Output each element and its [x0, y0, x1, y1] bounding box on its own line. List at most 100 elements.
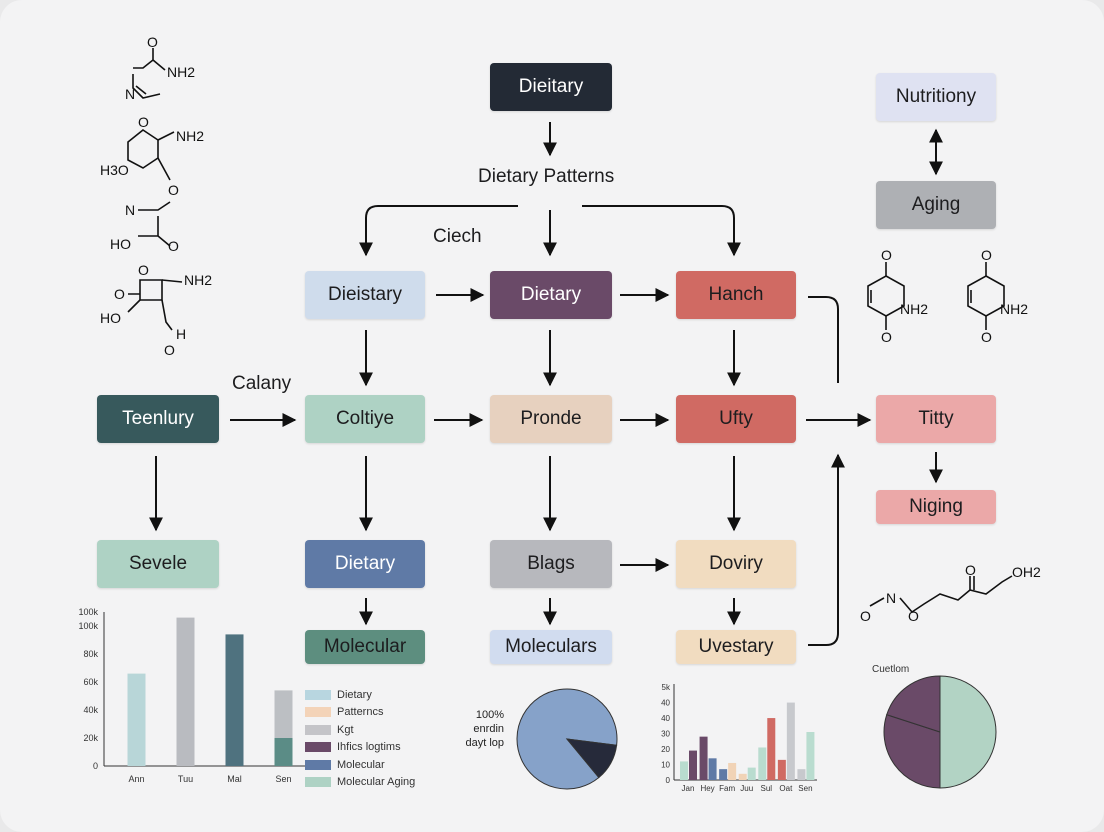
pie-slice: [883, 714, 941, 789]
node-aging: Aging: [876, 181, 996, 229]
x-tick-label: Sen: [798, 784, 812, 793]
bar: [127, 673, 146, 766]
chem-label: O: [881, 329, 892, 345]
chem-label: HO: [110, 236, 131, 252]
legend: Dietary Patterncs Kgt Ihfics logtims Mol…: [305, 686, 415, 791]
chem-label: O: [860, 608, 871, 624]
x-tick-label: Jan: [682, 784, 695, 793]
bar: [786, 702, 795, 780]
chem-label: OH2: [1012, 564, 1041, 580]
node-moleculars: Moleculars: [490, 630, 612, 664]
chem-label: O: [981, 247, 992, 263]
legend-label: Kgt: [337, 723, 354, 736]
legend-swatch: [305, 777, 331, 788]
node-molecular: Molecular: [305, 630, 425, 664]
node-nutritiony: Nutritiony: [876, 73, 996, 121]
bar: [719, 769, 728, 780]
node-doviry: Doviry: [676, 540, 796, 588]
chem-label: O: [881, 247, 892, 263]
y-tick-label: 40: [661, 699, 670, 708]
chem-label: H3O: [100, 162, 129, 178]
node-dieitary-top: Dieitary: [490, 63, 612, 111]
chem-label: NH2: [167, 64, 196, 80]
legend-label: Molecular: [337, 758, 385, 771]
node-dietary-steel: Dietary: [305, 540, 425, 588]
y-tick-label: 10: [661, 761, 670, 770]
x-tick-label: Hey: [700, 784, 714, 793]
node-niging: Niging: [876, 490, 996, 524]
bar: [680, 761, 688, 780]
node-titty: Titty: [876, 395, 996, 443]
node-coltiye: Coltiye: [305, 395, 425, 443]
bar-overlay: [274, 738, 293, 766]
chem-label: O: [114, 286, 125, 302]
y-tick-label: 60k: [83, 677, 98, 687]
arrow-branch-right: [582, 205, 741, 257]
chem-structure-2: [127, 129, 175, 181]
bar: [777, 759, 786, 780]
chem-label: NH2: [1000, 301, 1029, 317]
bar: [708, 758, 717, 780]
legend-swatch: [305, 724, 331, 735]
legend-label: Ihfics logtims: [337, 741, 401, 754]
pie-chart-left: [516, 688, 618, 790]
x-tick-label: Mal: [227, 774, 242, 784]
chem-label: N: [886, 590, 897, 606]
x-tick-label: Sul: [761, 784, 773, 793]
legend-item: Kgt: [305, 721, 415, 739]
y-tick-label: 40: [661, 714, 670, 723]
bar: [699, 736, 708, 780]
x-tick-label: Oat: [779, 784, 793, 793]
chem-ring-right-1: [867, 262, 905, 330]
chem-structure-3: [138, 201, 171, 247]
chem-structure-1: [132, 48, 166, 99]
chem-label: O: [965, 562, 976, 578]
chem-label: HO: [100, 310, 121, 326]
chem-structure-4: [127, 279, 183, 331]
bar: [767, 718, 776, 780]
legend-swatch: [305, 689, 331, 700]
y-tick-label: 100k: [78, 621, 98, 631]
x-tick-label: Ann: [128, 774, 144, 784]
pie-left-caption-line: enrdin: [473, 723, 504, 735]
bar: [728, 762, 737, 780]
arrow-branch-left: [359, 205, 518, 257]
chem-ring-right-2: [967, 262, 1005, 330]
legend-item: Ihfics logtims: [305, 739, 415, 757]
node-dieistary: Dieistary: [305, 271, 425, 319]
node-uvestary: Uvestary: [676, 630, 796, 664]
legend-swatch: [305, 707, 331, 718]
pie-slice: [565, 738, 618, 779]
y-tick-label: 20: [661, 745, 670, 754]
y-tick-label: 5k: [662, 683, 671, 692]
y-tick-label: 0: [666, 776, 671, 785]
y-tick-label: 40k: [83, 705, 98, 715]
chem-label: O: [168, 182, 179, 198]
legend-label: Patterncs: [337, 706, 384, 719]
bar: [689, 750, 697, 780]
pie-left-caption-line: dayt lop: [465, 737, 504, 749]
chem-label: N: [125, 202, 136, 218]
chem-label: NH2: [900, 301, 929, 317]
legend-item: Patterncs: [305, 704, 415, 722]
pie-chart-right: [883, 675, 997, 789]
chem-chain-bottom: [869, 575, 1013, 614]
y-tick-label: 0: [93, 761, 98, 771]
bar: [758, 747, 767, 780]
node-hanch: Hanch: [676, 271, 796, 319]
x-tick-label: Juu: [740, 784, 753, 793]
legend-swatch: [305, 759, 331, 770]
x-tick-label: Tuu: [178, 774, 193, 784]
chem-label: O: [138, 262, 149, 278]
legend-swatch: [305, 742, 331, 753]
y-tick-label: 30: [661, 730, 670, 739]
legend-item: Molecular: [305, 756, 415, 774]
node-ufty: Ufty: [676, 395, 796, 443]
node-teenlury: Teenlury: [97, 395, 219, 443]
pie-slice: [886, 675, 941, 733]
y-tick-label: 20k: [83, 733, 98, 743]
node-blags: Blags: [490, 540, 612, 588]
pie-left-caption-line: 100%: [475, 709, 504, 721]
